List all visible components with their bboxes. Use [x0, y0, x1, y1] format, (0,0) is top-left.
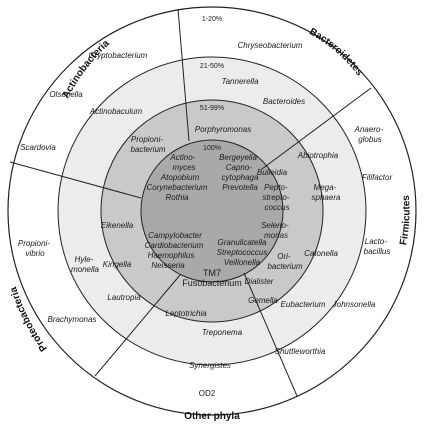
- genus-catonella: Catonella: [304, 249, 338, 258]
- genus-anaeroglobus-line2: globus: [358, 135, 382, 144]
- divider-proteo-other: [94, 274, 181, 377]
- ring-label-100: 100%: [203, 145, 221, 152]
- divider-actino-bactero: [177, 8, 190, 142]
- genus-haemophilus: Haemophilus: [148, 251, 195, 260]
- genus-corynebacterium: Corynebacterium: [147, 183, 208, 192]
- genus-granulicatella: Granulicatella: [218, 238, 267, 247]
- genus-dialister: Dialister: [245, 277, 274, 286]
- genus-actinomyces: Actino- myces: [169, 153, 197, 172]
- genus-streptococcus: Streptococcus: [217, 248, 268, 257]
- genus-lactobacillus-line1: Lacto-: [365, 237, 388, 246]
- genus-anaeroglobus-line1: Anaero-: [354, 125, 384, 134]
- genus-hylemonella-line1: Hyle-: [75, 255, 94, 264]
- ring-label-1-20: 1-20%: [202, 16, 222, 23]
- genus-oribacterium-line1: Ori-: [277, 252, 291, 261]
- genus-tannerella: Tannerella: [221, 77, 259, 86]
- genus-veillonella: Veillonella: [224, 258, 261, 267]
- genus-propionivibrio: Propioni- vibrio: [18, 239, 52, 258]
- genus-kingella: Kingella: [103, 260, 132, 269]
- genus-oribacterium-line2: bacterium: [267, 262, 302, 271]
- genus-neisseria: Neisseria: [151, 261, 185, 270]
- genus-filifactor: Filifactor: [362, 173, 393, 182]
- sector-dividers: [9, 8, 372, 397]
- genus-chryseobacterium: Chryseobacterium: [238, 41, 303, 50]
- genus-johnsonella: Johnsonella: [332, 300, 376, 309]
- genus-lautropia: Lautropia: [107, 293, 141, 302]
- genus-rothia: Rothia: [165, 193, 189, 202]
- genus-lactobacillus: Lacto- bacillus: [364, 237, 391, 256]
- genus-scardovia: Scardovia: [20, 143, 56, 152]
- ring-label-51-99: 51-99%: [200, 105, 224, 112]
- divider-bactero-firmicutes: [261, 87, 372, 170]
- genus-propionibacterium: Propioni- bacterium: [130, 135, 165, 154]
- genus-olsenella: Olsenella: [49, 90, 83, 99]
- genus-lactobacillus-line2: bacillus: [364, 247, 391, 256]
- genus-hylemonella-line2: monella: [71, 265, 100, 274]
- genus-peptostreptococcus-line2: strepto-: [262, 193, 289, 202]
- genus-megasphaera: Mega- sphaera: [312, 183, 341, 202]
- genus-propionibacterium-line2: bacterium: [130, 145, 165, 154]
- genus-megasphaera-line1: Mega-: [314, 183, 337, 192]
- divider-firmicutes-other: [243, 272, 298, 397]
- genus-treponema: Treponema: [202, 328, 243, 337]
- genus-bulleidia: Bulleidia: [257, 168, 288, 177]
- genus-peptostreptococcus-line3: coccus: [265, 203, 290, 212]
- genus-oribacterium: Ori- bacterium: [267, 252, 302, 271]
- genus-bacteroides: Bacteroides: [263, 97, 305, 106]
- genus-atopobium: Atopobium: [160, 173, 200, 182]
- phylum-label-other-phyla: Other phyla: [184, 411, 240, 422]
- genus-capnocytophaga-line1: Capno-: [226, 163, 253, 172]
- genus-anaeroglobus: Anaero- globus: [354, 125, 386, 144]
- genus-abiotrophia: Abiotrophia: [297, 151, 339, 160]
- genus-eikenella: Eikenella: [101, 221, 134, 230]
- genus-actinobaculum: Actinobaculum: [89, 107, 143, 116]
- genus-propionibacterium-line1: Propioni-: [131, 135, 163, 144]
- genus-synergistes: Synergistes: [189, 361, 231, 370]
- genus-megasphaera-line2: sphaera: [312, 193, 341, 202]
- genus-bergeyella: Bergeyella: [219, 153, 257, 162]
- genus-hylemonella: Hyle- monella: [71, 255, 100, 274]
- genus-shuttleworthia: Shuttleworthia: [275, 347, 326, 356]
- genus-selenomonas-line1: Seleno-: [261, 221, 289, 230]
- genus-peptostreptococcus: Pepto- strepto- coccus: [262, 183, 291, 212]
- genus-gemella: Gemella: [248, 296, 278, 305]
- genus-peptostreptococcus-line1: Pepto-: [264, 183, 288, 192]
- genus-actinomyces-line1: Actino-: [169, 153, 195, 162]
- core-100: [140, 139, 284, 283]
- genus-brachymonas: Brachymonas: [48, 315, 97, 324]
- genus-prevotella: Prevotella: [222, 183, 258, 192]
- divider-actino-proteo: [9, 161, 142, 199]
- genus-od2: OD2: [199, 389, 216, 398]
- genus-tm7: TM7: [203, 268, 221, 278]
- genus-selenomonas-line2: monas: [264, 231, 288, 240]
- genus-capnocytophaga-line2: cytophaga: [222, 173, 259, 182]
- genus-leptotrichia: Leptotrichia: [165, 309, 207, 318]
- phylum-label-firmicutes: Firmicutes: [398, 194, 412, 246]
- genus-cryptobacterium: Cryptobacterium: [89, 51, 148, 60]
- genus-actinomyces-line2: myces: [172, 163, 195, 172]
- genus-fusobacterium: Fusobacterium: [182, 278, 242, 288]
- genus-capnocytophaga: Capno- cytophaga: [222, 163, 259, 182]
- genus-cardiobacterium: Cardiobacterium: [145, 241, 204, 250]
- genus-eubacterium: Eubacterium: [281, 300, 326, 309]
- genus-propionivibrio-line2: vibrio: [25, 249, 45, 258]
- genus-propionivibrio-line1: Propioni-: [18, 239, 50, 248]
- genus-campylobacter: Campylobacter: [148, 231, 202, 240]
- genus-selenomonas: Seleno- monas: [261, 221, 291, 240]
- ring-label-21-50: 21-50%: [200, 63, 224, 70]
- genus-porphyromonas: Porphyromonas: [195, 125, 251, 134]
